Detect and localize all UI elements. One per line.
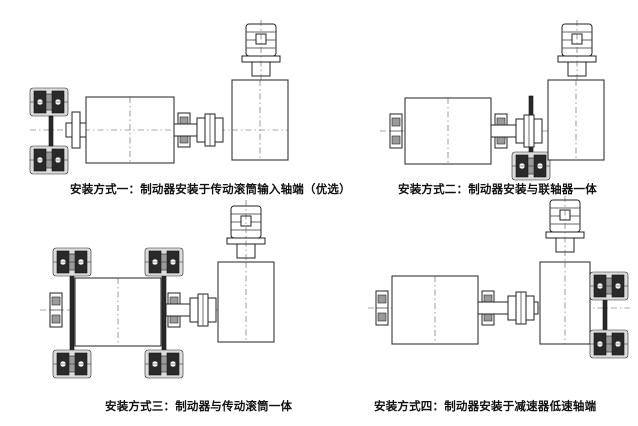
panel-method2 xyxy=(380,20,605,181)
panel-method1 xyxy=(29,20,289,175)
panel-method4 xyxy=(368,196,630,359)
motor-icon xyxy=(241,20,281,80)
caption-method4: 安装方式四：制动器安装于减速器低速轴端 xyxy=(374,399,597,413)
bearing-seat-icon xyxy=(49,292,63,328)
caption-method3: 安装方式三：制动器与传动滚筒一体 xyxy=(105,399,293,413)
drum-icon xyxy=(74,277,162,347)
motor-icon xyxy=(545,196,585,262)
motor-icon xyxy=(226,200,266,262)
caption-method2: 安装方式二：制动器安装与联轴器一体 xyxy=(398,182,597,196)
disc-brake-icon xyxy=(29,87,69,175)
bearing-seat-icon xyxy=(375,290,389,326)
motor-icon xyxy=(557,20,597,80)
coupling-icon xyxy=(515,114,543,148)
disc-brake-icon xyxy=(511,151,551,181)
bearing-seat-icon xyxy=(389,113,403,149)
panel-method3 xyxy=(40,200,275,379)
drum-icon xyxy=(391,275,479,345)
coupling-icon xyxy=(196,113,224,147)
caption-method1: 安装方式一：制动器安装于传动滚筒输入轴端（优选） xyxy=(70,182,351,196)
gearbox-icon xyxy=(547,79,605,161)
gearbox-icon xyxy=(231,79,289,161)
coupling-icon xyxy=(507,291,535,325)
gearbox-icon xyxy=(539,261,591,345)
coupling-icon xyxy=(189,293,217,327)
drum-icon xyxy=(404,97,492,165)
disc-brake-icon xyxy=(589,271,629,359)
gearbox-icon xyxy=(217,261,275,343)
